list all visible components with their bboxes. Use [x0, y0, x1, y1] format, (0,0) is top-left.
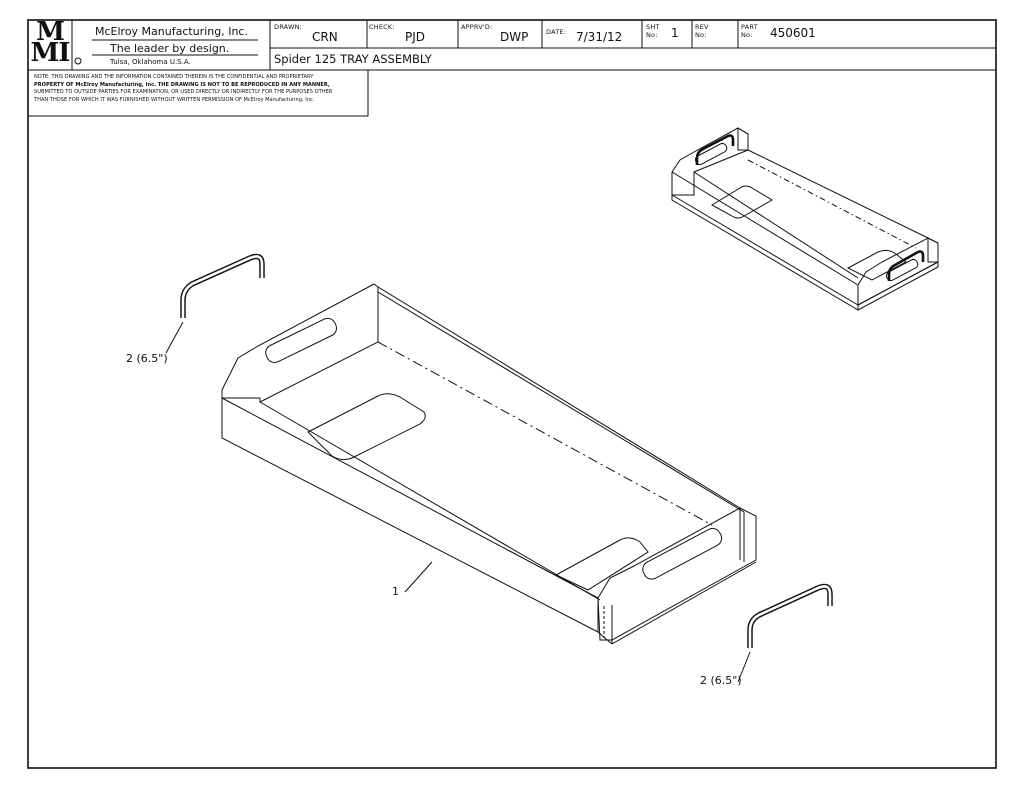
- title-block-grid: [27, 20, 996, 117]
- logo-mark: [74, 57, 82, 65]
- rev-label: REV: [695, 23, 709, 31]
- part-number: 450601: [770, 26, 816, 40]
- apprvd-label: APPRV'D:: [461, 23, 493, 31]
- rev-no-label: No:: [695, 31, 707, 39]
- leader-tray: [404, 561, 433, 593]
- apprvd-value: DWP: [500, 30, 529, 44]
- drawing-title: Spider 125 TRAY ASSEMBLY: [274, 52, 432, 66]
- company-logo: M MI: [30, 17, 71, 68]
- sheet-label: SHT: [646, 23, 660, 31]
- callout-tray: 1: [392, 585, 399, 598]
- company-tagline: The leader by design.: [110, 42, 230, 55]
- drawn-value: CRN: [312, 30, 338, 44]
- part-no-label: No:: [741, 31, 753, 39]
- drawing-border: [27, 19, 997, 769]
- leader-handle-top: [165, 321, 184, 354]
- callout-handle-top: 2 (6.5"): [126, 352, 168, 365]
- date-label: DATE:: [546, 28, 567, 36]
- sheet-no-label: No:: [646, 31, 658, 39]
- handle-bottom: [747, 583, 833, 648]
- check-value: PJD: [405, 30, 426, 44]
- drawn-label: DRAWN:: [274, 23, 303, 31]
- leader-handle-bottom: [737, 651, 751, 683]
- handle-top: [180, 253, 265, 318]
- sheet-value: 1: [671, 26, 679, 40]
- confidentiality-notice: NOTE: THIS DRAWING AND THE INFORMATION C…: [34, 74, 333, 103]
- company-location: Tulsa, Oklahoma U.S.A.: [110, 58, 191, 66]
- tray-view-large: [221, 283, 757, 645]
- tray-view-small: [671, 127, 939, 311]
- check-label: CHECK:: [369, 23, 395, 31]
- company-name: McElroy Manufacturing, Inc.: [95, 25, 248, 38]
- part-label: PART: [741, 23, 758, 31]
- date-value: 7/31/12: [576, 30, 623, 44]
- callout-handle-bottom: 2 (6.5"): [700, 674, 742, 687]
